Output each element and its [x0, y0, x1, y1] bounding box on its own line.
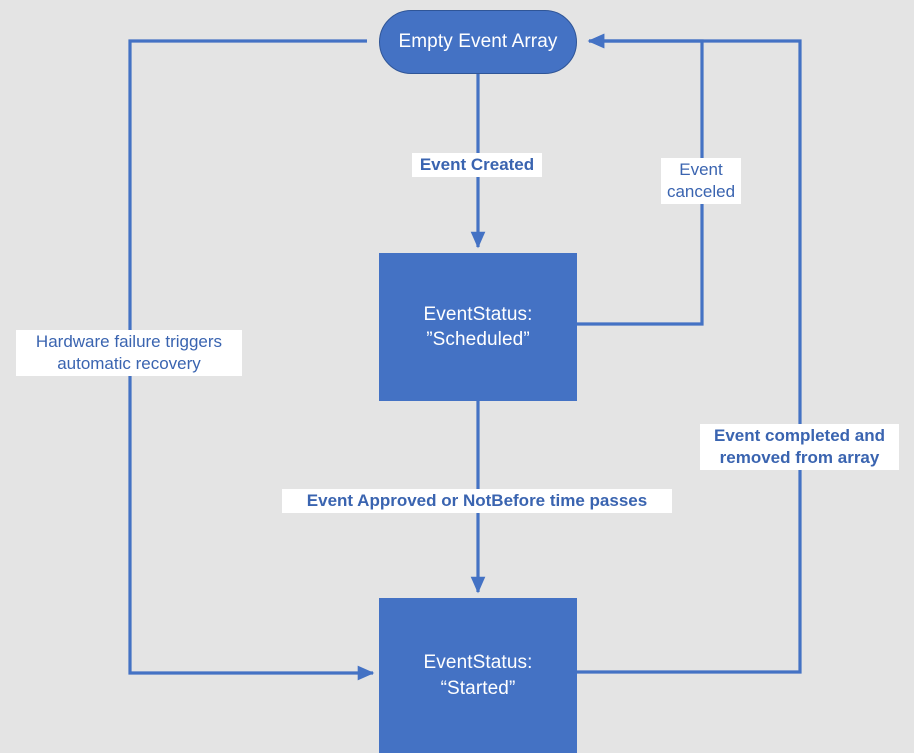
- edge-label-event-completed-line-2: removed from array: [719, 448, 880, 468]
- node-empty-event-array[interactable]: Empty Event Array: [379, 10, 577, 74]
- node-event-status-scheduled-line-2: ”Scheduled”: [426, 329, 530, 350]
- edge-label-event-created: Event Created: [412, 153, 542, 178]
- node-event-status-scheduled[interactable]: EventStatus: ”Scheduled”: [379, 253, 577, 401]
- edge-label-event-approved: Event Approved or NotBefore time passes: [282, 489, 672, 514]
- edge-event-completed: [577, 33, 802, 674]
- edge-label-event-canceled-line-2: canceled: [666, 182, 736, 202]
- edge-label-event-completed-line-1: Event completed and: [714, 426, 885, 445]
- edge-label-event-created-line-1: Event Created: [419, 155, 535, 174]
- edge-label-hardware-failure: Hardware failure triggers automatic reco…: [16, 330, 242, 377]
- node-event-status-started[interactable]: EventStatus: “Started”: [379, 598, 577, 753]
- edge-label-hardware-failure-line-2: automatic recovery: [57, 354, 201, 374]
- edge-label-event-canceled-line-1: Event: [679, 160, 723, 179]
- node-event-status-started-line-1: EventStatus:: [423, 652, 533, 674]
- edge-label-hardware-failure-line-1: Hardware failure triggers: [35, 332, 223, 351]
- edge-label-event-canceled: Event canceled: [661, 158, 741, 205]
- edge-label-event-completed: Event completed and removed from array: [700, 424, 899, 471]
- edge-label-event-approved-line-1: Event Approved or NotBefore time passes: [306, 491, 648, 510]
- node-event-status-started-line-2: “Started”: [440, 677, 516, 699]
- node-empty-event-array-line-1: Empty Event Array: [398, 31, 558, 53]
- node-event-status-scheduled-line-1: EventStatus:: [423, 303, 533, 325]
